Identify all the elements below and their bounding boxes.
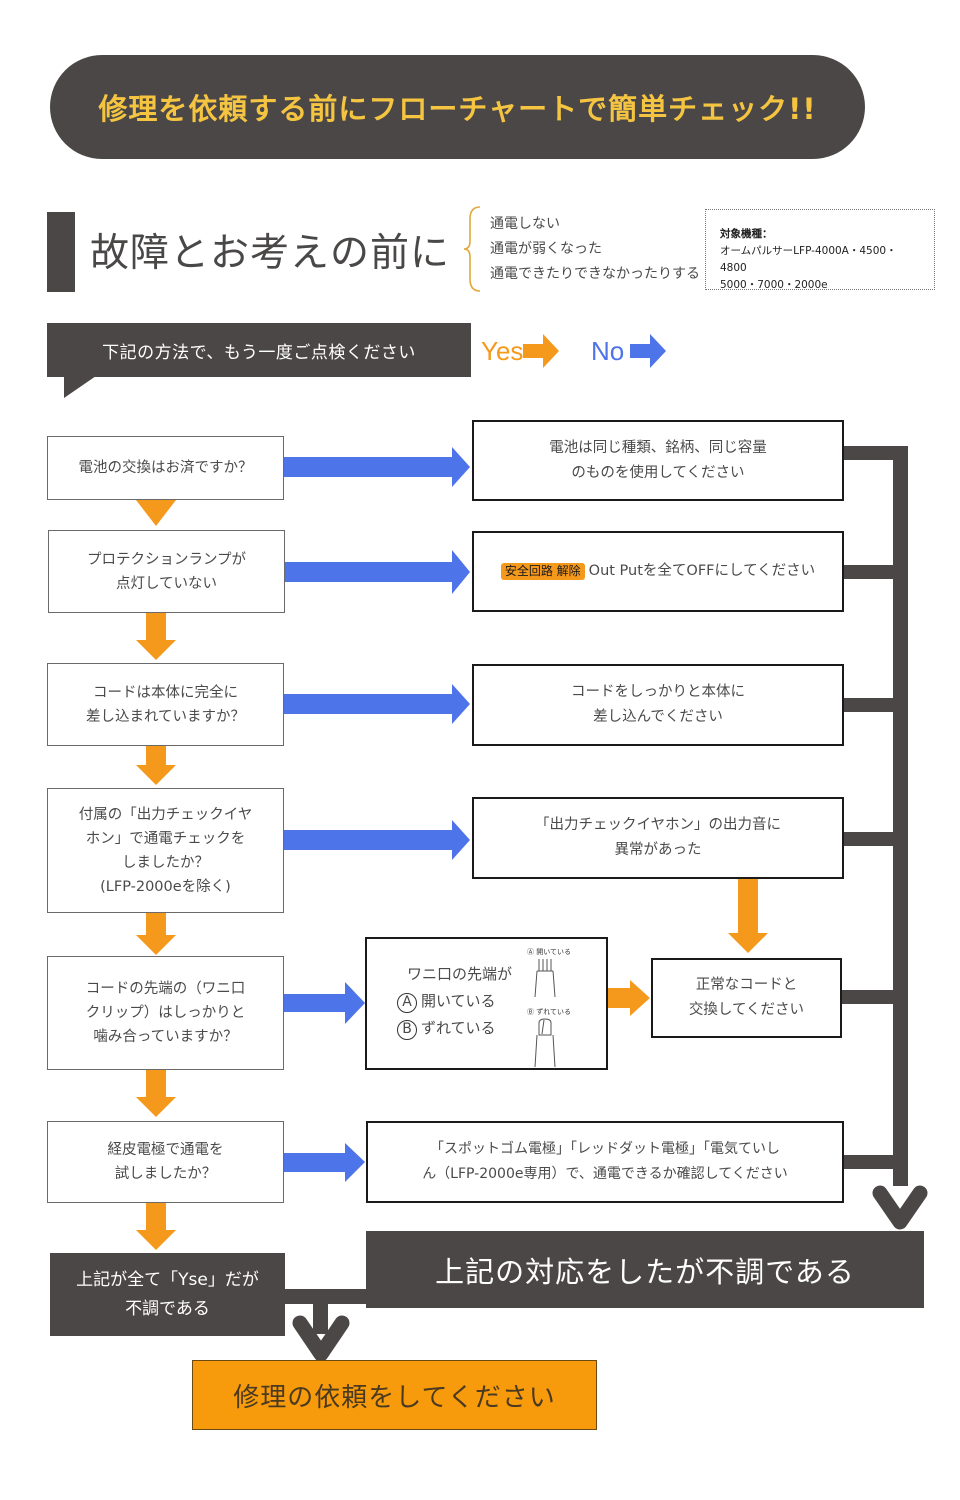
option-a-mark: A <box>397 993 417 1013</box>
option-b-text: ずれている <box>421 1019 496 1037</box>
target-models-box: 対象機種： オームパルサーLFP-4000A・4500・4800 5000・70… <box>705 209 935 291</box>
question-text: (LFP-2000eを除く) <box>100 878 231 895</box>
legend-yes-label: Yes <box>481 335 524 366</box>
yes-arrow <box>608 980 650 1016</box>
arrow-down-icon <box>872 1185 928 1230</box>
question-text: 噛み合っていますか？ <box>93 1029 238 1045</box>
arrow-down-icon <box>292 1315 350 1362</box>
yes-arrow <box>136 1202 176 1250</box>
symptom-item: 通電しない <box>490 216 560 232</box>
section-title: 故障とお考えの前に <box>90 231 451 276</box>
answer-box-earphone: 「出力チェックイヤホン」の出力音に 異常があった <box>472 797 844 879</box>
legend-yes: Yes <box>481 334 560 368</box>
target-models-line: 5000・7000・2000e <box>720 279 828 291</box>
question-box-earphone-check: 付属の「出力チェックイヤ ホン」で通電チェックを しましたか？ (LFP-200… <box>47 788 284 913</box>
tried-fixes-still-faulty-box: 上記の対応をしたが不調である <box>366 1231 924 1308</box>
question-box-battery: 電池の交換はお済ですか？ <box>47 436 284 500</box>
question-text: 試しましたか？ <box>114 1166 217 1182</box>
clip-check-title: ワニ口の先端が <box>407 965 513 983</box>
answer-text: 異常があった <box>614 842 702 858</box>
no-arrow <box>284 982 365 1024</box>
answer-text: コードをしっかりと本体に <box>571 684 745 700</box>
symptom-item: 通電できたりできなかったりする <box>490 266 700 282</box>
fig-a-caption: Ⓐ 開いている <box>527 948 572 956</box>
answer-text: 「スポットゴム電極」「レッドダット電極」「電気ていし <box>429 1141 780 1157</box>
target-models-label: 対象機種： <box>720 228 773 240</box>
answer-text: Out Putを全てOFFにしてください <box>588 563 816 579</box>
yes-arrow <box>136 1070 176 1117</box>
misaligned-clip-icon <box>534 1018 556 1068</box>
collector-lines <box>842 446 908 1186</box>
end-left-line: 上記が全て「Yse」だが <box>76 1269 259 1290</box>
question-box-cord-inserted: コードは本体に完全に 差し込まれていますか？ <box>47 663 284 746</box>
question-text: クリップ）はしっかりと <box>85 1005 246 1021</box>
question-text: コードは本体に完全に <box>92 684 238 701</box>
clip-illustration: Ⓐ 開いている Ⓑ ずれている <box>527 947 597 1068</box>
no-arrow <box>284 820 470 860</box>
question-text: 電池の交換はお済ですか？ <box>78 460 253 476</box>
answer-text: 電池は同じ種類、銘柄、同じ容量 <box>549 439 767 456</box>
yes-arrow <box>136 612 176 660</box>
no-arrow <box>284 684 470 724</box>
open-clip-icon <box>534 959 556 998</box>
answer-text: ん（LFP-2000e専用）で、通電できるか確認してください <box>422 1166 788 1182</box>
answer-text: 差し込んでください <box>593 709 723 725</box>
question-text: コードの先端の（ワニ口 <box>85 981 246 997</box>
question-text: 差し込まれていますか？ <box>85 708 246 725</box>
question-text: プロテクションランプが <box>86 551 247 568</box>
legend-no-label: No <box>591 335 625 366</box>
yes-arrow <box>136 745 176 785</box>
answer-box-electrode: 「スポットゴム電極」「レッドダット電極」「電気ていし ん（LFP-2000e専用… <box>366 1121 844 1203</box>
symptom-list: 通電しない 通電が弱くなった 通電できたりできなかったりする <box>490 212 700 287</box>
question-text: 経皮電極で通電を <box>107 1142 224 1158</box>
answer-text: 交換してください <box>688 1002 805 1018</box>
answer-box-battery: 電池は同じ種類、銘柄、同じ容量 のものを使用してください <box>472 420 844 501</box>
heading-accent-bar <box>47 212 75 292</box>
question-text: ホン」で通電チェックを <box>85 830 246 847</box>
replace-cord-box: 正常なコードと 交換してください <box>651 958 842 1038</box>
safety-circuit-tag: 安全回路 解除 <box>500 562 585 580</box>
no-arrow <box>284 447 470 487</box>
question-box-protection-lamp: プロテクションランプが 点灯していない <box>48 530 285 613</box>
question-text: 付属の「出力チェックイヤ <box>78 806 253 823</box>
legend-no: No <box>591 334 667 368</box>
symptom-item: 通電が弱くなった <box>490 241 602 257</box>
target-models-line: オームパルサーLFP-4000A・4500・4800 <box>720 245 897 274</box>
no-arrow <box>284 1143 365 1182</box>
instruction-bubble: 下記の方法で、もう一度ご点検ください <box>47 323 471 377</box>
question-text: しましたか？ <box>121 854 209 871</box>
answer-text: 「出力チェックイヤホン」の出力音に <box>534 817 782 833</box>
option-b-mark: B <box>397 1020 417 1040</box>
yes-arrow <box>728 878 768 953</box>
request-repair-box: 修理の依頼をしてください <box>192 1360 597 1430</box>
question-box-electrode: 経皮電極で通電を 試しましたか？ <box>47 1121 284 1203</box>
arrow-right-orange-icon <box>523 334 560 368</box>
question-box-clip: コードの先端の（ワニ口 クリップ）はしっかりと 噛み合っていますか？ <box>47 956 284 1070</box>
banner-title: 修理を依頼する前にフローチャートで簡単チェック!! <box>98 92 817 126</box>
speech-tail <box>64 376 96 398</box>
merge-lines <box>285 1289 367 1334</box>
fig-b-caption: Ⓑ ずれている <box>527 1008 572 1016</box>
end-left-line: 不調である <box>125 1298 210 1319</box>
yes-arrow <box>136 500 176 526</box>
all-yes-still-faulty-box: 上記が全て「Yse」だが 不調である <box>50 1253 285 1336</box>
answer-text: のものを使用してください <box>571 464 745 481</box>
arrow-right-blue-icon <box>630 334 667 368</box>
no-arrow <box>284 550 470 594</box>
instruction-text: 下記の方法で、もう一度ご点検ください <box>102 342 416 363</box>
answer-text: 正常なコードと <box>695 977 798 993</box>
answer-box-cord: コードをしっかりと本体に 差し込んでください <box>472 664 844 746</box>
yes-arrow <box>136 912 176 955</box>
option-a-text: 開いている <box>421 992 496 1010</box>
curly-brace-icon <box>463 206 481 292</box>
header-banner: 修理を依頼する前にフローチャートで簡単チェック!! <box>50 55 865 159</box>
question-text: 点灯していない <box>115 575 218 592</box>
request-repair-text: 修理の依頼をしてください <box>233 1382 556 1413</box>
end-right-text: 上記の対応をしたが不調である <box>435 1254 855 1289</box>
